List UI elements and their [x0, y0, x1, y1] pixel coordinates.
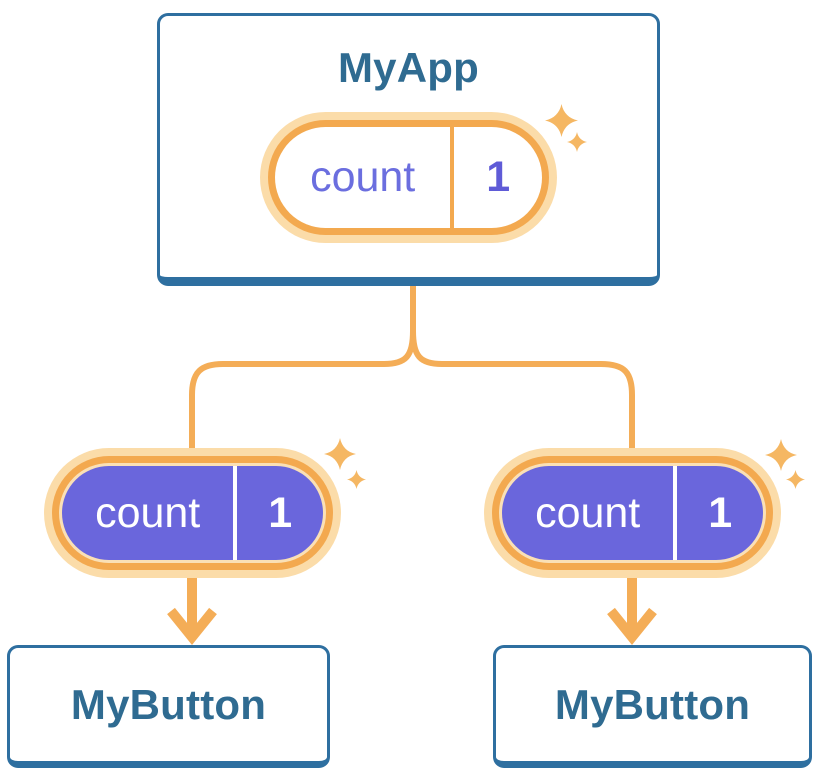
parent-state-value: 1	[486, 153, 511, 201]
connector-branch-left	[189, 330, 416, 454]
parent-state-pill: count 1	[260, 112, 557, 243]
left-child-state-value: 1	[268, 488, 293, 537]
left-child-component-card: MyButton	[7, 645, 330, 768]
left-child-state-pill: count 1	[44, 448, 341, 578]
down-arrow-right-icon	[607, 607, 657, 645]
right-child-state-pill-ring: count 1	[492, 456, 773, 570]
right-child-state-pill-body: count 1	[499, 463, 766, 563]
right-child-component-card: MyButton	[493, 645, 812, 768]
right-child-state-capsule: count 1	[502, 466, 763, 560]
sparkle-large-icon	[765, 439, 797, 471]
sparkle-small-icon	[347, 470, 366, 489]
parent-component-title: MyApp	[338, 44, 479, 91]
right-child-state-name: count	[535, 488, 641, 537]
sparkle-large-icon	[545, 104, 578, 137]
connector-branch-right	[410, 330, 635, 454]
down-arrow-left-icon	[167, 607, 217, 645]
sparkle-small-icon	[567, 132, 587, 152]
left-child-state-capsule: count 1	[62, 466, 323, 560]
right-child-state-divider	[673, 466, 678, 560]
parent-state-name: count	[310, 153, 416, 201]
sparkle-large-icon	[324, 438, 356, 470]
left-child-state-name: count	[95, 488, 201, 537]
right-child-component-title: MyButton	[554, 680, 751, 728]
parent-state-pill-ring: count 1	[268, 120, 549, 235]
right-child-state-value: 1	[708, 488, 733, 537]
left-child-state-pill-body: count 1	[59, 463, 326, 563]
parent-state-divider	[450, 127, 455, 228]
right-child-state-pill: count 1	[484, 448, 781, 578]
left-child-state-divider	[233, 466, 238, 560]
left-child-state-pill-ring: count 1	[52, 456, 333, 570]
sparkle-small-icon	[786, 470, 805, 489]
left-child-component-title: MyButton	[70, 680, 267, 728]
parent-state-pill-body: count 1	[275, 127, 542, 228]
